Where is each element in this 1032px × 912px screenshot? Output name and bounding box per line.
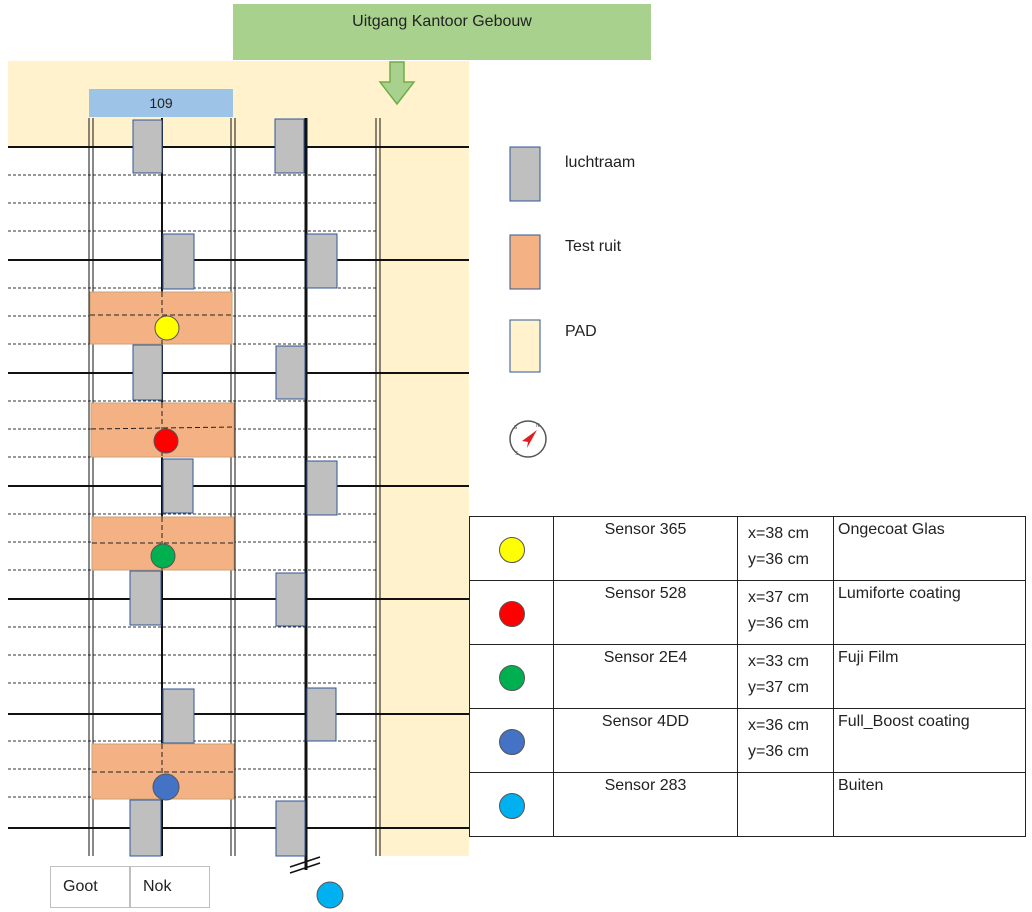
goot-label: Goot: [50, 866, 130, 908]
legend-swatch-window: [509, 146, 541, 202]
sensor-row: Sensor 365 x=38 cm y=36 cm Ongecoat Glas: [469, 516, 1026, 581]
sensor-color-dot: [498, 793, 525, 819]
sensor-name: Sensor 365: [553, 516, 738, 581]
svg-text:S: S: [514, 425, 517, 431]
windows: [129, 118, 338, 857]
sensor-description: Ongecoat Glas: [833, 516, 1026, 581]
sensor-y: y=37 cm: [748, 679, 809, 696]
sensor-y: y=36 cm: [748, 743, 809, 760]
sensor-name: Sensor 283: [553, 772, 738, 837]
sensor-528-marker: [153, 428, 179, 454]
sensor-x: x=36 cm: [748, 717, 809, 734]
legend-swatch-path: [509, 319, 541, 373]
exit-banner: Uitgang Kantoor Gebouw: [233, 4, 651, 60]
sensor-color-cell: [469, 580, 554, 645]
exit-arrow-icon: [378, 61, 416, 106]
sensor-coordinates: x=37 cm y=36 cm: [737, 580, 834, 645]
sensor-name: Sensor 4DD: [553, 708, 738, 773]
sensor-coordinates: [737, 772, 834, 837]
sensor-color-dot: [498, 729, 525, 755]
sensor-description: Fuji Film: [833, 644, 1026, 709]
sensor-color-dot: [498, 537, 525, 563]
sensor-x: x=38 cm: [748, 525, 809, 542]
svg-text:N: N: [536, 423, 540, 429]
compass-icon: S N S: [509, 420, 547, 458]
sensor-color-dot: [498, 665, 525, 691]
sensor-365-marker: [154, 315, 180, 341]
sensor-description: Lumiforte coating: [833, 580, 1026, 645]
sensor-coordinates: x=38 cm y=36 cm: [737, 516, 834, 581]
sensor-color-cell: [469, 708, 554, 773]
sensor-color-cell: [469, 644, 554, 709]
sensor-name: Sensor 528: [553, 580, 738, 645]
sensor-coordinates: x=33 cm y=37 cm: [737, 644, 834, 709]
sensor-row: Sensor 2E4 x=33 cm y=37 cm Fuji Film: [469, 644, 1026, 709]
sensor-markers: [150, 315, 344, 909]
sensor-x: x=37 cm: [748, 589, 809, 606]
legend-label-window: luchtraam: [565, 154, 636, 171]
sensor-row: Sensor 528 x=37 cm y=36 cm Lumiforte coatin…: [469, 580, 1026, 645]
ridges: [161, 118, 321, 874]
sensor-color-dot: [498, 601, 525, 627]
sensor-x: x=33 cm: [748, 653, 809, 670]
sensor-2e4-marker: [150, 543, 176, 569]
sensor-4dd-marker: [152, 773, 180, 801]
sensor-283-marker: [316, 881, 344, 909]
sensor-name: Sensor 2E4: [553, 644, 738, 709]
nok-label: Nok: [130, 866, 210, 908]
sensor-coordinates: x=36 cm y=36 cm: [737, 708, 834, 773]
legend-label-path: PAD: [565, 323, 597, 340]
sensor-y: y=36 cm: [748, 551, 809, 568]
sensor-y: y=36 cm: [748, 615, 809, 632]
gutters: [88, 118, 381, 856]
room-number-label: 109: [89, 89, 233, 117]
sensor-description: Full_Boost coating: [833, 708, 1026, 773]
beams: [8, 146, 469, 829]
legend-swatch-test-pane: [509, 234, 541, 290]
sensor-description: Buiten: [833, 772, 1026, 837]
svg-text:S: S: [515, 451, 518, 457]
legend-label-test-pane: Test ruit: [565, 238, 622, 255]
sensor-row: Sensor 283 Buiten: [469, 772, 1026, 837]
sensor-color-cell: [469, 516, 554, 581]
sensor-row: Sensor 4DD x=36 cm y=36 cm Full_Boost coati…: [469, 708, 1026, 773]
sensor-color-cell: [469, 772, 554, 837]
